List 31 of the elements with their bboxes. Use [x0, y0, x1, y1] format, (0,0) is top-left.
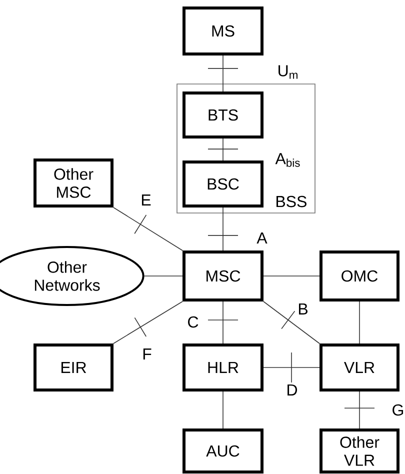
- connector-line: [222, 138, 224, 161]
- box: BSC: [182, 160, 264, 208]
- box: AUC: [182, 428, 264, 474]
- box: EIR: [34, 344, 114, 392]
- box: OMC: [320, 250, 400, 302]
- connector-line: [113, 301, 183, 344]
- box: BTS: [182, 92, 264, 138]
- interface-label: B: [298, 304, 308, 314]
- connector-line: [222, 55, 224, 92]
- connector-line: [113, 207, 183, 251]
- interface-label: A: [256, 232, 268, 244]
- box: HLR: [182, 344, 264, 392]
- interface-label: E: [142, 194, 151, 206]
- box: MS: [182, 6, 264, 56]
- connector-line: [222, 207, 224, 251]
- connector-line: [359, 301, 360, 344]
- interface-label: A$_{bis}$: [275, 153, 300, 167]
- connector-line: [263, 367, 320, 368]
- box: Other MSC: [34, 158, 114, 208]
- box: Other VLR: [320, 428, 400, 474]
- interface-label: G: [392, 404, 404, 416]
- connector-line: [222, 391, 224, 429]
- interface-label: F: [143, 348, 152, 360]
- interface-label: C: [188, 316, 198, 328]
- connector-line: [222, 301, 224, 344]
- interface-label: U$_{m}$: [278, 65, 298, 79]
- box: MSC: [182, 250, 264, 302]
- interface-label: D: [288, 384, 298, 396]
- connector-line: [359, 391, 360, 429]
- connector-line: [263, 301, 320, 344]
- box: VLR: [320, 344, 400, 392]
